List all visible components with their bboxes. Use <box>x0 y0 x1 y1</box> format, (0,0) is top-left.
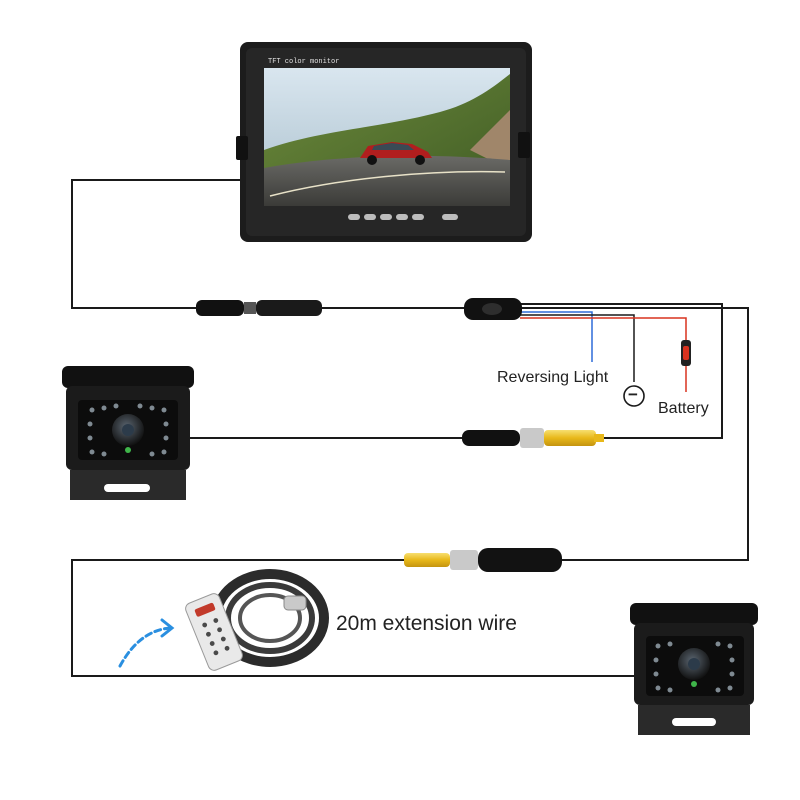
ground-symbol-label: − <box>628 385 638 404</box>
car-image <box>360 142 432 165</box>
monitor-cable <box>71 179 242 309</box>
wire-splitter <box>464 298 522 320</box>
extension-cable <box>71 559 636 677</box>
remote-control <box>185 593 243 671</box>
monitor: TFT color monitor <box>236 42 532 242</box>
reversing-light-label: Reversing Light <box>497 369 609 386</box>
monitor-bezel-text: TFT color monitor <box>268 58 339 66</box>
wires <box>71 179 749 677</box>
trunk-wire-a <box>520 303 723 439</box>
power-wires <box>520 311 687 392</box>
camera-2 <box>630 603 758 735</box>
curved-arrow-icon <box>118 618 175 668</box>
trunk-wire-b <box>520 307 749 561</box>
camera1-rca-connector <box>462 428 604 448</box>
monitor-screen <box>264 68 510 206</box>
camera-1 <box>62 366 194 500</box>
monitor-buttons <box>348 214 458 220</box>
minus-icon <box>623 385 645 407</box>
black-ground-wire <box>520 314 635 382</box>
main-connector <box>196 300 322 316</box>
extension-rca-connector <box>404 548 562 572</box>
fuse <box>681 340 691 366</box>
red-wire <box>520 317 687 340</box>
blue-wire <box>520 311 593 362</box>
extension-wire-label: 20m extension wire <box>336 612 517 635</box>
battery-label: Battery <box>658 400 709 417</box>
